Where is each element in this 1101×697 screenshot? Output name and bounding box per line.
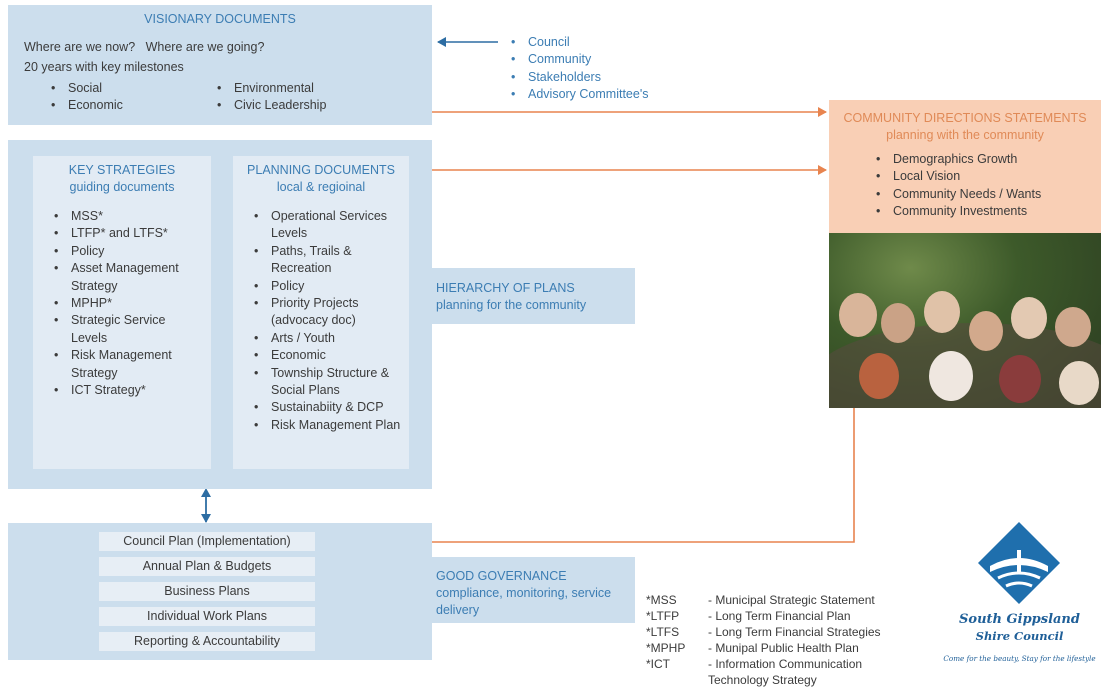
glossary-abbr: *LTFS: [646, 625, 680, 639]
arrow-community-to-council-plan: [317, 408, 855, 547]
list-item: Strategic Service Levels: [51, 312, 201, 347]
glossary-def: - Long Term Financial Plan: [708, 609, 851, 623]
list-item: Environmental: [214, 80, 326, 98]
list-item: Operational Services Levels: [251, 208, 403, 243]
glossary-abbr: *MPHP: [646, 641, 686, 655]
glossary-def: - Munipal Public Health Plan: [708, 641, 859, 655]
list-item: Arts / Youth: [251, 330, 403, 348]
hierarchy-subtitle: planning for the community: [436, 298, 587, 312]
shire-council-logo: South Gippsland Shire Council Come for t…: [938, 520, 1101, 670]
glossary-def: - Municipal Strategic Statement: [708, 593, 875, 607]
key-strategies-subtitle: guiding documents: [69, 180, 175, 194]
stakeholders-list: Council Community Stakeholders Advisory …: [508, 34, 648, 104]
list-item: Community Investments: [873, 203, 1041, 221]
glossary-abbr: *ICT: [646, 657, 670, 671]
hierarchy-of-plans-panel: HIERARCHY OF PLANS planning for the comm…: [432, 268, 635, 324]
list-item: ICT Strategy*: [51, 382, 201, 400]
business-plans-item: Business Plans: [99, 582, 315, 601]
list-item: Asset Management Strategy: [51, 260, 201, 295]
planning-documents-title: PLANNING DOCUMENTS: [247, 163, 395, 177]
list-item: Stakeholders: [508, 69, 648, 87]
glossary-row: *MPHP - Munipal Public Health Plan: [646, 640, 888, 656]
visionary-list-left: Social Economic: [48, 80, 123, 115]
list-item: Community Needs / Wants: [873, 186, 1041, 204]
glossary-def: - Long Term Financial Strategies: [708, 625, 881, 639]
list-item: Risk Management Plan: [251, 417, 403, 435]
planning-documents-subtitle: local & regioinal: [276, 180, 366, 194]
visionary-milestones: 20 years with key milestones: [24, 60, 184, 74]
community-directions-subtitle: planning with the community: [886, 128, 1044, 142]
list-item: Policy: [251, 278, 403, 296]
community-directions-list: Demographics Growth Local Vision Communi…: [873, 151, 1041, 221]
hierarchy-title: HIERARCHY OF PLANS: [436, 281, 575, 295]
visionary-question: Where are we now? Where are we going?: [24, 40, 265, 54]
list-item: Economic: [48, 97, 123, 115]
visionary-title: VISIONARY DOCUMENTS: [144, 12, 296, 26]
list-item: Community: [508, 51, 648, 69]
glossary-row: *LTFP - Long Term Financial Plan: [646, 608, 888, 624]
good-governance-subtitle: compliance, monitoring, service delivery: [436, 586, 612, 617]
glossary-row: *LTFS - Long Term Financial Strategies: [646, 624, 888, 640]
list-item: Policy: [51, 243, 201, 261]
council-plan-item: Council Plan (Implementation): [99, 532, 315, 551]
list-item: Township Structure & Social Plans: [251, 365, 403, 400]
key-strategies-box: KEY STRATEGIES guiding documents MSS* LT…: [33, 156, 211, 469]
planning-documents-box: PLANNING DOCUMENTS local & regioinal Ope…: [233, 156, 409, 469]
reporting-accountability-item: Reporting & Accountability: [99, 632, 315, 651]
list-item: Demographics Growth: [873, 151, 1041, 169]
glossary-abbr: *MSS: [646, 593, 677, 607]
list-item: MPHP*: [51, 295, 201, 313]
planning-documents-list: Operational Services Levels Paths, Trail…: [251, 208, 403, 435]
list-item: Social: [48, 80, 123, 98]
logo-name-line1: South Gippsland: [959, 612, 1080, 627]
visionary-list-right: Environmental Civic Leadership: [214, 80, 326, 115]
annual-plan-item: Annual Plan & Budgets: [99, 557, 315, 576]
community-crowd-photo: [829, 233, 1101, 408]
logo-name-line2: Shire Council: [975, 629, 1064, 643]
list-item: Sustainabiity & DCP: [251, 399, 403, 417]
shire-emblem-icon: [978, 522, 1060, 604]
individual-work-plans-item: Individual Work Plans: [99, 607, 315, 626]
good-governance-panel: GOOD GOVERNANCE compliance, monitoring, …: [432, 557, 635, 623]
community-directions-panel: COMMUNITY DIRECTIONS STATEMENTS planning…: [829, 100, 1101, 233]
glossary-def: - Information Communication Technology S…: [708, 657, 863, 687]
list-item: LTFP* and LTFS*: [51, 225, 201, 243]
list-item: Risk Management Strategy: [51, 347, 201, 382]
list-item: MSS*: [51, 208, 201, 226]
abbreviations-glossary: *MSS - Municipal Strategic Statement *LTF…: [646, 592, 888, 688]
glossary-row: *ICT - Information Communication Technolo…: [646, 656, 888, 688]
list-item: Priority Projects (advocacy doc): [251, 295, 403, 330]
key-strategies-list: MSS* LTFP* and LTFS* Policy Asset Manage…: [51, 208, 201, 400]
community-directions-title: COMMUNITY DIRECTIONS STATEMENTS: [843, 111, 1087, 125]
visionary-documents-panel: VISIONARY DOCUMENTS Where are we now? Wh…: [8, 5, 432, 125]
list-item: Local Vision: [873, 168, 1041, 186]
key-strategies-title: KEY STRATEGIES: [68, 163, 176, 177]
logo-tagline: Come for the beauty, Stay for the lifest…: [943, 654, 1096, 663]
good-governance-title: GOOD GOVERNANCE: [436, 569, 567, 583]
glossary-row: *MSS - Municipal Strategic Statement: [646, 592, 888, 608]
list-item: Advisory Committee's: [508, 86, 648, 104]
list-item: Paths, Trails & Recreation: [251, 243, 403, 278]
list-item: Council: [508, 34, 648, 52]
glossary-abbr: *LTFP: [646, 609, 680, 623]
list-item: Civic Leadership: [214, 97, 326, 115]
list-item: Economic: [251, 347, 403, 365]
